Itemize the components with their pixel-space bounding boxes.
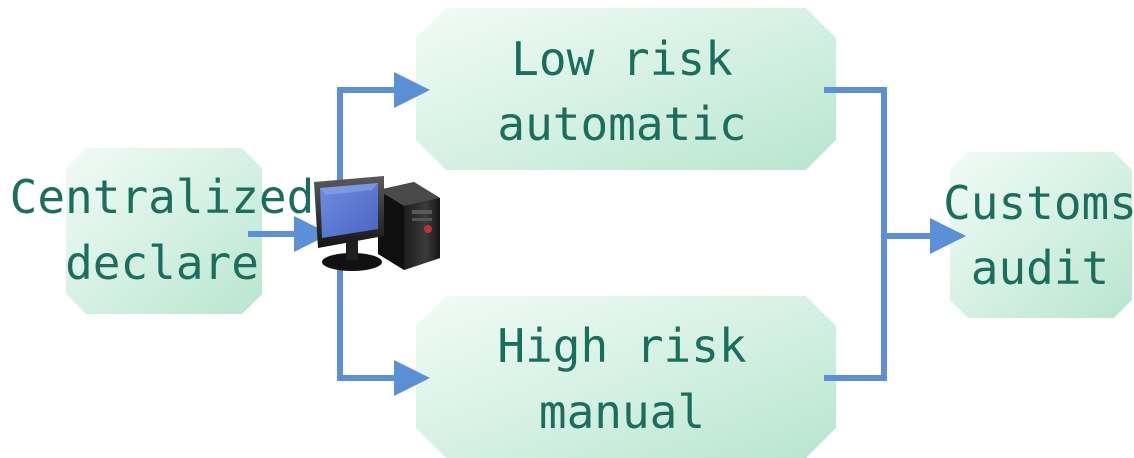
high-risk-line2: manual xyxy=(539,385,705,439)
customs-audit-line2: audit xyxy=(971,241,1109,295)
centralized-declare-line2: declare xyxy=(65,236,259,290)
low-risk-line2: automatic xyxy=(497,97,746,151)
centralized-declare-line1: Centralized xyxy=(10,170,315,224)
desktop-computer-icon xyxy=(314,176,440,271)
high-risk-line1: High risk xyxy=(497,319,746,373)
node-customs-audit: Customs audit xyxy=(943,152,1134,318)
node-high-risk-manual: High risk manual xyxy=(416,296,836,458)
connectors xyxy=(248,72,966,396)
node-centralized-declare: Centralized declare xyxy=(10,148,315,314)
customs-audit-line1: Customs xyxy=(943,176,1134,230)
arrow-to-low-risk xyxy=(337,72,430,200)
arrow-to-high-risk xyxy=(337,262,430,396)
node-low-risk-automatic: Low risk automatic xyxy=(416,8,836,170)
low-risk-line1: Low risk xyxy=(511,32,733,86)
